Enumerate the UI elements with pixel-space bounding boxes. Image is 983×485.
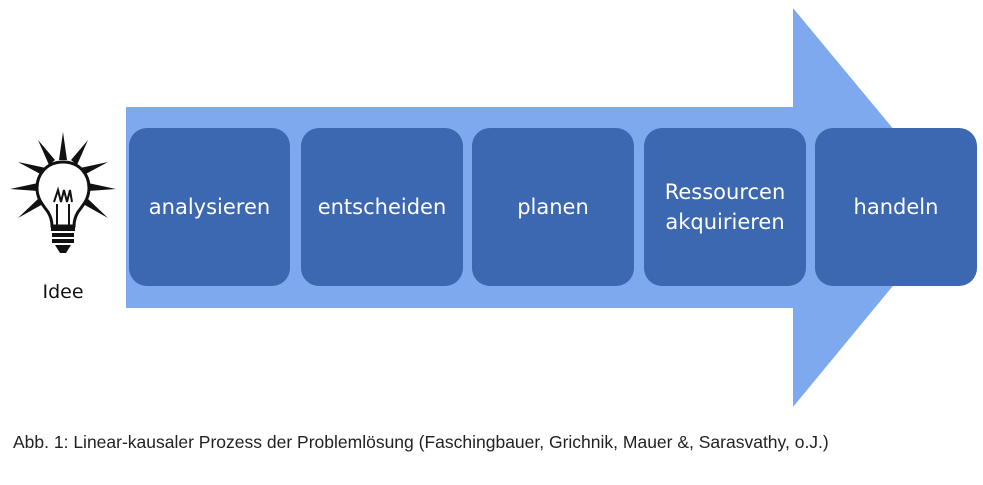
step-box-ressourcen-akquirieren: Ressourcen akquirieren	[644, 128, 806, 286]
start-node-label: Idee	[42, 281, 84, 303]
step-box-entscheiden: entscheiden	[301, 128, 463, 286]
step-label: Ressourcen akquirieren	[664, 180, 786, 234]
step-label: analysieren	[148, 195, 271, 219]
step-box-analysieren: analysieren	[129, 128, 290, 286]
figure-caption: Abb. 1: Linear-kausaler Prozess der Prob…	[13, 432, 829, 452]
light-bulb-icon	[10, 132, 116, 253]
step-label: entscheiden	[317, 195, 447, 219]
step-label: handeln	[853, 195, 939, 219]
step-box-planen: planen	[472, 128, 634, 286]
step-box-handeln: handeln	[815, 128, 977, 286]
step-label: planen	[517, 195, 589, 219]
